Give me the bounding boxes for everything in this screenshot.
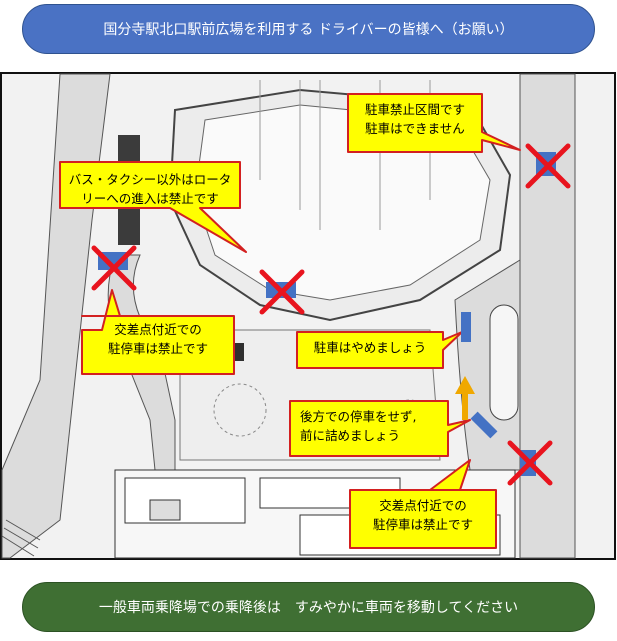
bubble-no-parking-zone — [347, 93, 521, 153]
footer-banner: 一般車両乗降場での乗降後は すみやかに車両を移動してください — [22, 582, 595, 632]
red-cross-no-parking-icon — [525, 143, 571, 189]
bubble-rotary-entry — [59, 161, 247, 253]
bubble-intersection-left — [81, 289, 235, 375]
arrow-up-icon — [455, 376, 475, 420]
blue-marker-forward — [470, 411, 498, 439]
dark-block-center — [234, 343, 244, 361]
footer-banner-text: 一般車両乗降場での乗降後は すみやかに車両を移動してください — [98, 600, 519, 616]
red-cross-left-icon — [91, 245, 137, 291]
bubble-move-forward — [289, 400, 471, 457]
station-plaza-map — [0, 72, 616, 560]
red-cross-right-icon — [507, 440, 553, 486]
bubble-intersection-right — [349, 459, 497, 549]
header-banner-text: 国分寺駅北口駅前広場を利用する ドライバーの皆様へ（お願い） — [103, 22, 514, 38]
red-cross-rotary-icon — [259, 269, 305, 315]
median-island — [489, 304, 519, 421]
crosswalk — [1, 519, 41, 557]
bubble-stop-parking — [296, 331, 463, 369]
blue-marker-stop — [461, 312, 471, 342]
header-banner: 国分寺駅北口駅前広場を利用する ドライバーの皆様へ（お願い） — [22, 4, 595, 54]
